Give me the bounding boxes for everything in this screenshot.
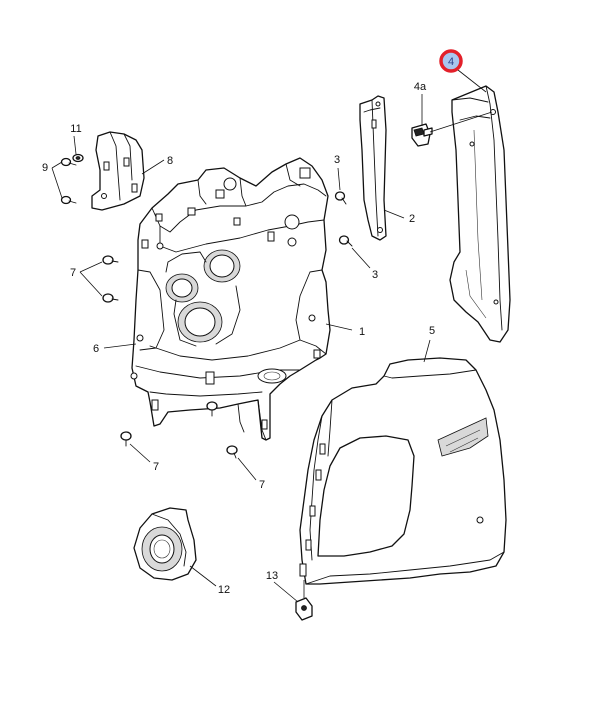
part-7-screw-5[interactable] (226, 445, 238, 459)
part-7-screw-3[interactable] (206, 401, 218, 417)
leader-lines (51, 69, 493, 603)
part-9-screw-lower[interactable] (60, 195, 77, 205)
callout-4a[interactable]: 4a (414, 81, 427, 93)
part-1-housing-carrier[interactable] (130, 157, 331, 441)
callout-1[interactable]: 1 (359, 326, 365, 338)
callout-6[interactable]: 6 (93, 343, 99, 355)
part-4a-clip[interactable] (411, 123, 433, 147)
callout-11[interactable]: 11 (70, 123, 81, 135)
callout-7-bottom-left[interactable]: 7 (153, 461, 159, 473)
part-12-lamp-bezel[interactable] (133, 507, 197, 581)
callout-12[interactable]: 12 (218, 584, 230, 596)
callout-7-left[interactable]: 7 (70, 267, 76, 279)
callout-2[interactable]: 2 (409, 213, 415, 225)
callout-5[interactable]: 5 (429, 325, 435, 337)
callout-4-label: 4 (448, 56, 454, 68)
callout-3-upper[interactable]: 3 (334, 154, 340, 166)
part-2-bracket[interactable] (359, 95, 387, 241)
callout-3-lower[interactable]: 3 (372, 269, 378, 281)
part-11-nut[interactable] (72, 153, 84, 163)
callout-4-highlighted[interactable]: 4 (439, 49, 463, 73)
part-13-clip-nut[interactable] (295, 597, 313, 621)
part-7-screw-2[interactable] (102, 293, 119, 303)
callout-13[interactable]: 13 (266, 570, 278, 582)
part-8-bracket[interactable] (91, 131, 145, 211)
part-3-screw-lower[interactable] (338, 235, 353, 247)
part-5-side-cover[interactable] (299, 357, 507, 585)
callout-9[interactable]: 9 (42, 162, 48, 174)
callout-7-bottom-right[interactable]: 7 (259, 479, 265, 491)
part-7-screw-1[interactable] (102, 255, 119, 265)
part-9-screw-upper[interactable] (60, 157, 77, 167)
part-7-screw-4[interactable] (120, 431, 132, 447)
part-3-screw-upper[interactable] (334, 191, 347, 205)
callout-8[interactable]: 8 (167, 155, 173, 167)
part-4-side-panel[interactable] (449, 85, 511, 343)
